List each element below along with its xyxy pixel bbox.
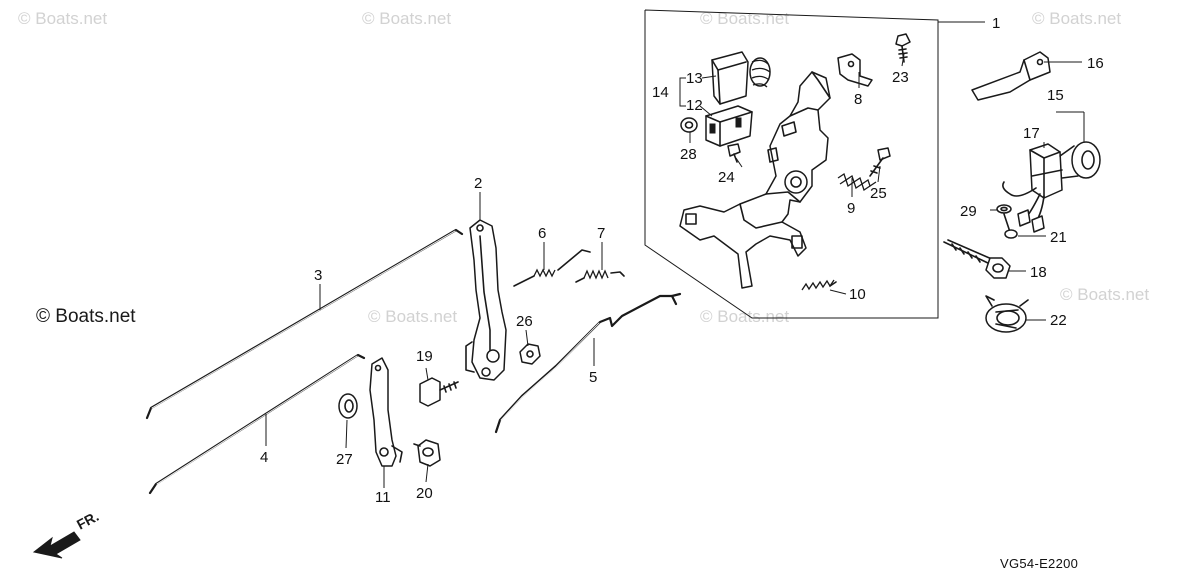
assembly-frame [644,9,939,319]
part-7-spring [575,269,625,283]
part-22-clip [985,295,1029,333]
callout-8: 8 [854,91,862,108]
part-18-bolt [943,239,1011,279]
part-28-washer [680,117,698,133]
callout-23: 23 [892,69,909,86]
callout-12: 12 [686,97,703,114]
callout-26: 26 [516,313,533,330]
callout-22: 22 [1050,312,1067,329]
callout-24: 24 [718,169,735,186]
part-13-switch-cap [711,51,771,105]
watermark-mid-center: © Boats.net [368,307,457,326]
part-19-bolt [419,377,459,407]
callout-17: 17 [1023,125,1040,142]
callout-19: 19 [416,348,433,365]
watermark-top-center: © Boats.net [362,9,451,28]
watermark-top-right-2: © Boats.net [1032,9,1121,28]
part-16-stay [971,51,1051,101]
callout-6: 6 [538,225,546,242]
part-10-spring [801,279,837,291]
front-label: FR. [74,508,101,533]
callout-21: 21 [1050,229,1067,246]
callout-28: 28 [680,146,697,163]
brand-watermark: © Boats.net [36,306,136,327]
part-4-choke-rod [148,353,366,495]
part-21-screw [1003,213,1018,239]
callout-labels: 1 2 3 4 5 6 7 8 9 10 11 12 13 14 15 16 1… [260,15,1104,506]
watermark-mid-far-right: © Boats.net [1060,285,1149,304]
callout-7: 7 [597,225,605,242]
callout-25: 25 [870,185,887,202]
callout-3: 3 [314,267,322,284]
part-26-nut [519,343,541,365]
watermark-top-left: © Boats.net [18,9,107,28]
watermark-mid-right: © Boats.net [700,307,789,326]
callout-4: 4 [260,449,268,466]
part-20-bolt [413,439,441,467]
callout-27: 27 [336,451,353,468]
callout-1: 1 [992,15,1000,32]
callout-9: 9 [847,200,855,217]
part-29-washer [996,204,1012,214]
callout-10: 10 [849,286,866,303]
part-9-spring [837,172,877,192]
part-5-throttle-rod [494,292,682,434]
part-25-bolt [869,147,891,177]
front-arrow-icon [32,531,81,559]
callout-5: 5 [589,369,597,386]
callout-13: 13 [686,70,703,87]
callout-14: 14 [652,84,669,101]
part-15-switch-knob [1059,141,1101,179]
callout-29: 29 [960,203,977,220]
callout-18: 18 [1030,264,1047,281]
part-1-control-base [679,71,831,289]
callout-11: 11 [375,489,391,506]
watermark-layer: © Boats.net © Boats.net © Boats.net © Bo… [18,9,1149,326]
front-direction-indicator: FR. [32,508,101,559]
part-2-governor-arm [465,219,507,381]
diagram-code: VG54-E2200 [1000,556,1078,571]
callout-2: 2 [474,175,482,192]
part-27-washer [338,393,358,419]
callout-15: 15 [1047,87,1064,104]
part-12-switch-body [705,105,753,147]
part-8-bracket [837,53,873,87]
callout-16: 16 [1087,55,1104,72]
part-6-spring [513,249,591,287]
part-23-bolt [895,33,911,63]
part-24-screw [727,143,741,163]
leader-lines [265,53,1085,488]
switch-wires [1002,181,1045,233]
part-17-stop-switch [1029,143,1063,199]
part-3-governor-rod [145,228,464,420]
callout-20: 20 [416,485,433,502]
part-11-choke-arm [369,357,403,467]
